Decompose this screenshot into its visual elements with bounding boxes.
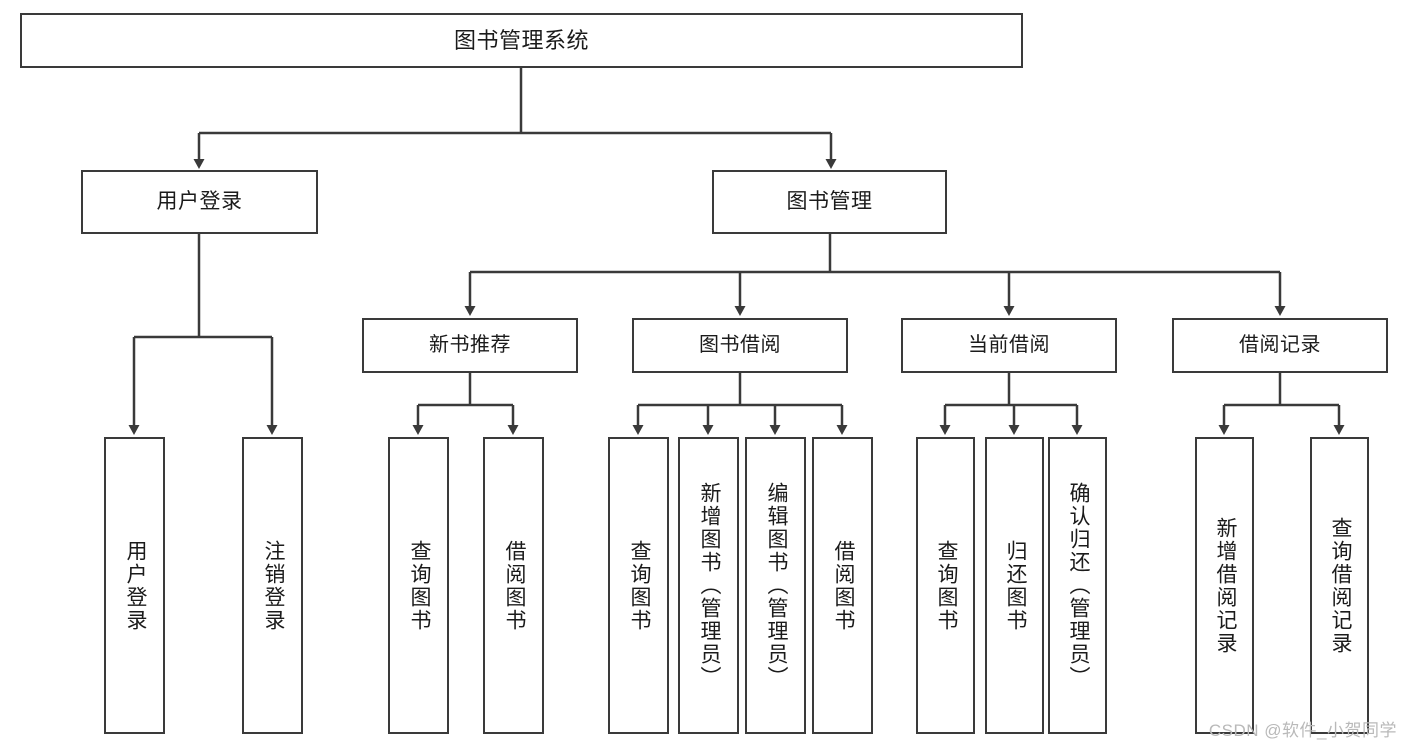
node-leaf-user-login-label: 用户登录 [123, 539, 147, 632]
node-user-login-label: 用户登录 [156, 189, 243, 213]
node-book-borrow-label: 图书借阅 [699, 334, 781, 356]
node-leaf-query-record-label: 查询借阅记录 [1328, 516, 1352, 655]
node-leaf-return-book-label: 归还图书 [1003, 539, 1027, 632]
node-leaf-borrow-book-1[interactable]: 借阅图书 [483, 437, 544, 734]
node-leaf-query-record[interactable]: 查询借阅记录 [1310, 437, 1369, 734]
node-leaf-edit-book-label: 编辑图书（管理员） [764, 482, 788, 689]
node-leaf-borrow-book-2[interactable]: 借阅图书 [812, 437, 873, 734]
node-borrow-record-label: 借阅记录 [1239, 334, 1321, 356]
node-new-book-rec[interactable]: 新书推荐 [362, 318, 578, 373]
node-leaf-user-logout[interactable]: 注销登录 [242, 437, 303, 734]
node-leaf-add-record-label: 新增借阅记录 [1213, 516, 1237, 655]
node-leaf-user-logout-label: 注销登录 [261, 539, 285, 632]
node-leaf-query-book-1-label: 查询图书 [407, 539, 431, 632]
node-leaf-user-login[interactable]: 用户登录 [104, 437, 165, 734]
node-leaf-query-book-1[interactable]: 查询图书 [388, 437, 449, 734]
node-leaf-return-book[interactable]: 归还图书 [985, 437, 1044, 734]
node-root[interactable]: 图书管理系统 [20, 13, 1023, 68]
node-leaf-confirm-return-label: 确认归还（管理员） [1066, 482, 1090, 689]
node-leaf-query-book-2-label: 查询图书 [627, 539, 651, 632]
node-current-borrow-label: 当前借阅 [968, 334, 1050, 356]
node-leaf-query-book-3[interactable]: 查询图书 [916, 437, 975, 734]
node-user-login[interactable]: 用户登录 [81, 170, 318, 234]
node-book-manage[interactable]: 图书管理 [712, 170, 947, 234]
watermark-text: CSDN @软件_小贺同学 [1208, 721, 1397, 740]
node-leaf-edit-book[interactable]: 编辑图书（管理员） [745, 437, 806, 734]
node-leaf-borrow-book-2-label: 借阅图书 [831, 539, 855, 632]
node-current-borrow[interactable]: 当前借阅 [901, 318, 1117, 373]
node-leaf-borrow-book-1-label: 借阅图书 [502, 539, 526, 632]
node-new-book-rec-label: 新书推荐 [429, 334, 511, 356]
node-leaf-add-book-label: 新增图书（管理员） [697, 482, 721, 689]
node-book-borrow[interactable]: 图书借阅 [632, 318, 848, 373]
node-borrow-record[interactable]: 借阅记录 [1172, 318, 1388, 373]
node-leaf-add-record[interactable]: 新增借阅记录 [1195, 437, 1254, 734]
node-leaf-confirm-return[interactable]: 确认归还（管理员） [1048, 437, 1107, 734]
node-book-manage-label: 图书管理 [786, 189, 873, 213]
node-leaf-add-book[interactable]: 新增图书（管理员） [678, 437, 739, 734]
node-root-label: 图书管理系统 [453, 27, 589, 53]
node-leaf-query-book-2[interactable]: 查询图书 [608, 437, 669, 734]
node-leaf-query-book-3-label: 查询图书 [934, 539, 958, 632]
